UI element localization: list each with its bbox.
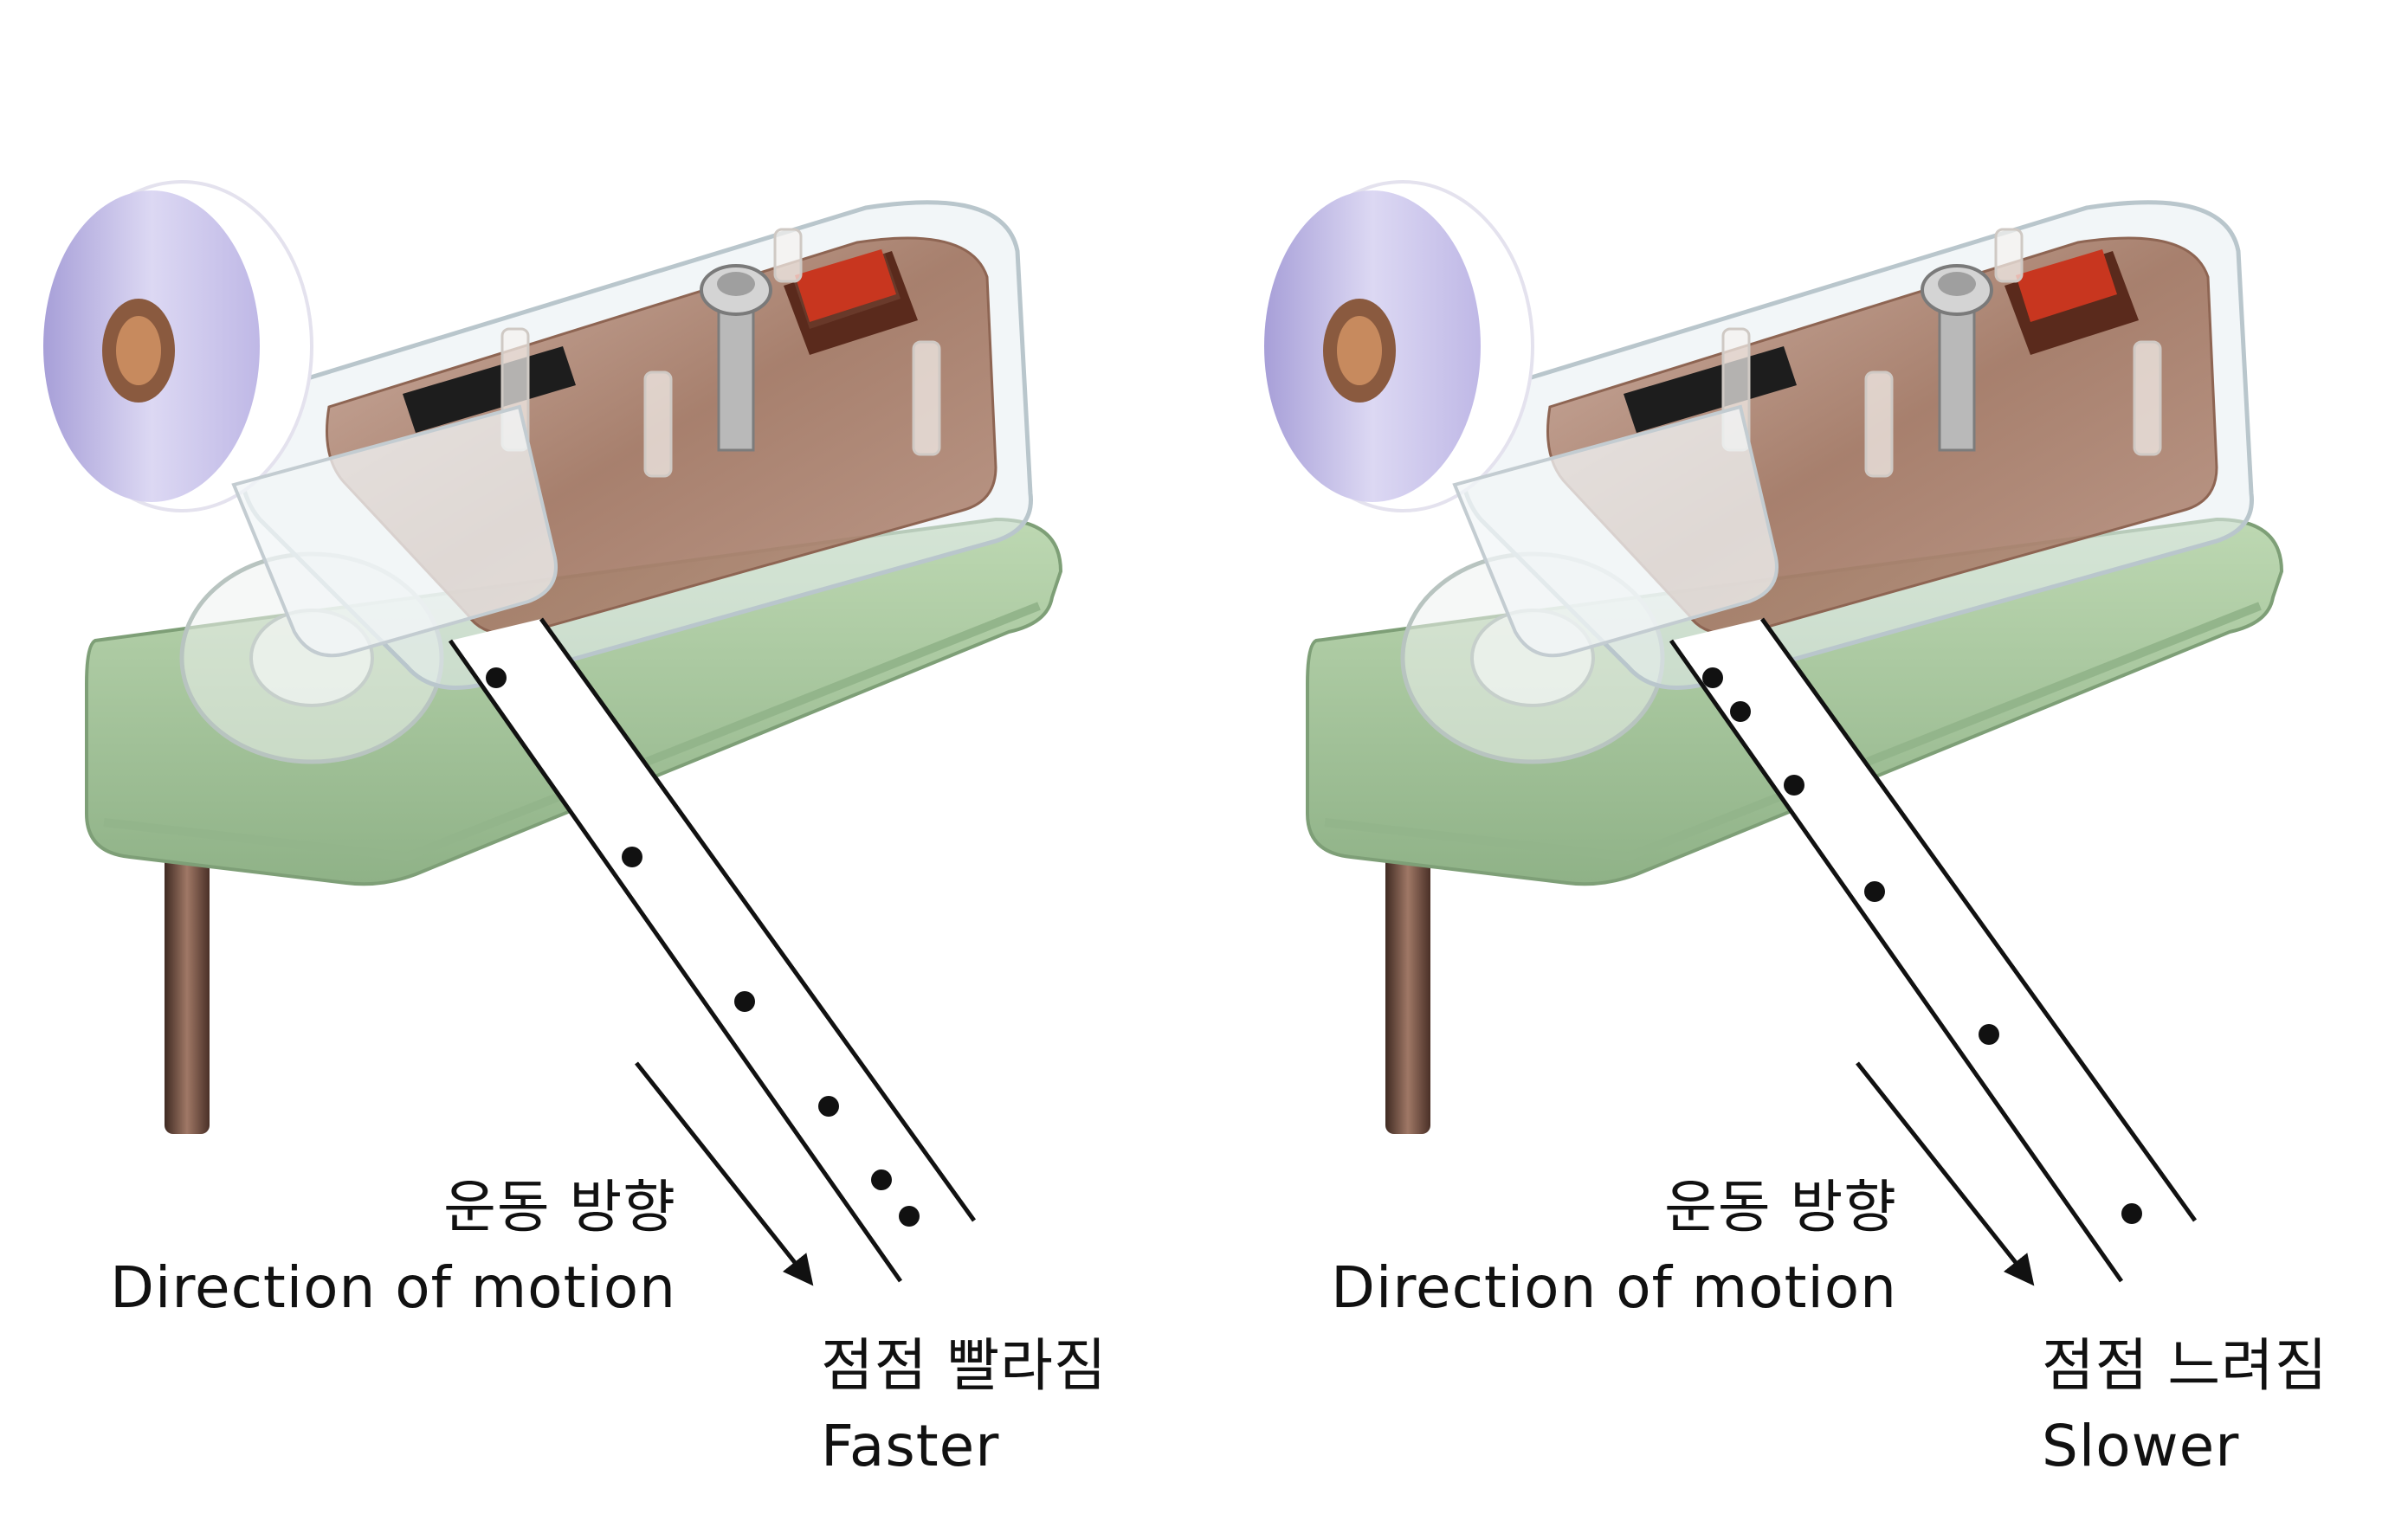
terminal-knob: [1921, 264, 1993, 452]
paper-tape: [448, 617, 977, 1283]
direction-label-korean-right: 운동 방향: [1664, 1174, 1897, 1240]
result-label-english-slower: Slower: [2042, 1413, 2240, 1479]
tape-dots-faster: [486, 667, 920, 1227]
tape-dot: [871, 1169, 892, 1190]
label-plate: [1624, 346, 1797, 433]
direction-arrow: [1856, 1061, 2035, 1286]
terminal-knob: [700, 264, 772, 452]
ticker-timer-device: [43, 180, 1063, 1134]
tape-guide: [231, 404, 558, 658]
tape-dot: [1979, 1024, 1999, 1045]
tape-dot: [1864, 881, 1885, 902]
tape-dot: [899, 1206, 920, 1227]
result-label-korean-faster: 점점 빨라짐: [821, 1332, 1107, 1399]
tape-dot: [2121, 1203, 2142, 1224]
paper-tape-roll: [1264, 180, 1534, 512]
tape-dot: [622, 847, 642, 867]
paper-tape-roll: [43, 180, 313, 512]
result-label-korean-slower: 점점 느려짐: [2042, 1332, 2328, 1399]
tape-dot: [486, 667, 507, 688]
direction-label-english-left: Direction of motion: [110, 1254, 676, 1321]
direction-label-korean-left: 운동 방향: [443, 1174, 676, 1240]
power-switch: [784, 248, 918, 355]
tape-dot: [734, 991, 755, 1012]
panel-slower: [1264, 180, 2284, 1286]
tape-dot: [818, 1096, 839, 1117]
tape-guide: [1452, 404, 1779, 658]
label-plate: [403, 346, 576, 433]
direction-arrow: [635, 1061, 814, 1286]
tape-dot: [1730, 701, 1751, 722]
tape-dots-slower: [1702, 667, 2142, 1224]
tape-dot: [1702, 667, 1723, 688]
panel-faster: [43, 180, 1063, 1286]
direction-label-english-right: Direction of motion: [1331, 1254, 1897, 1321]
tape-dot: [1784, 775, 1804, 796]
power-switch: [2005, 249, 2139, 355]
result-label-english-faster: Faster: [821, 1413, 1000, 1479]
